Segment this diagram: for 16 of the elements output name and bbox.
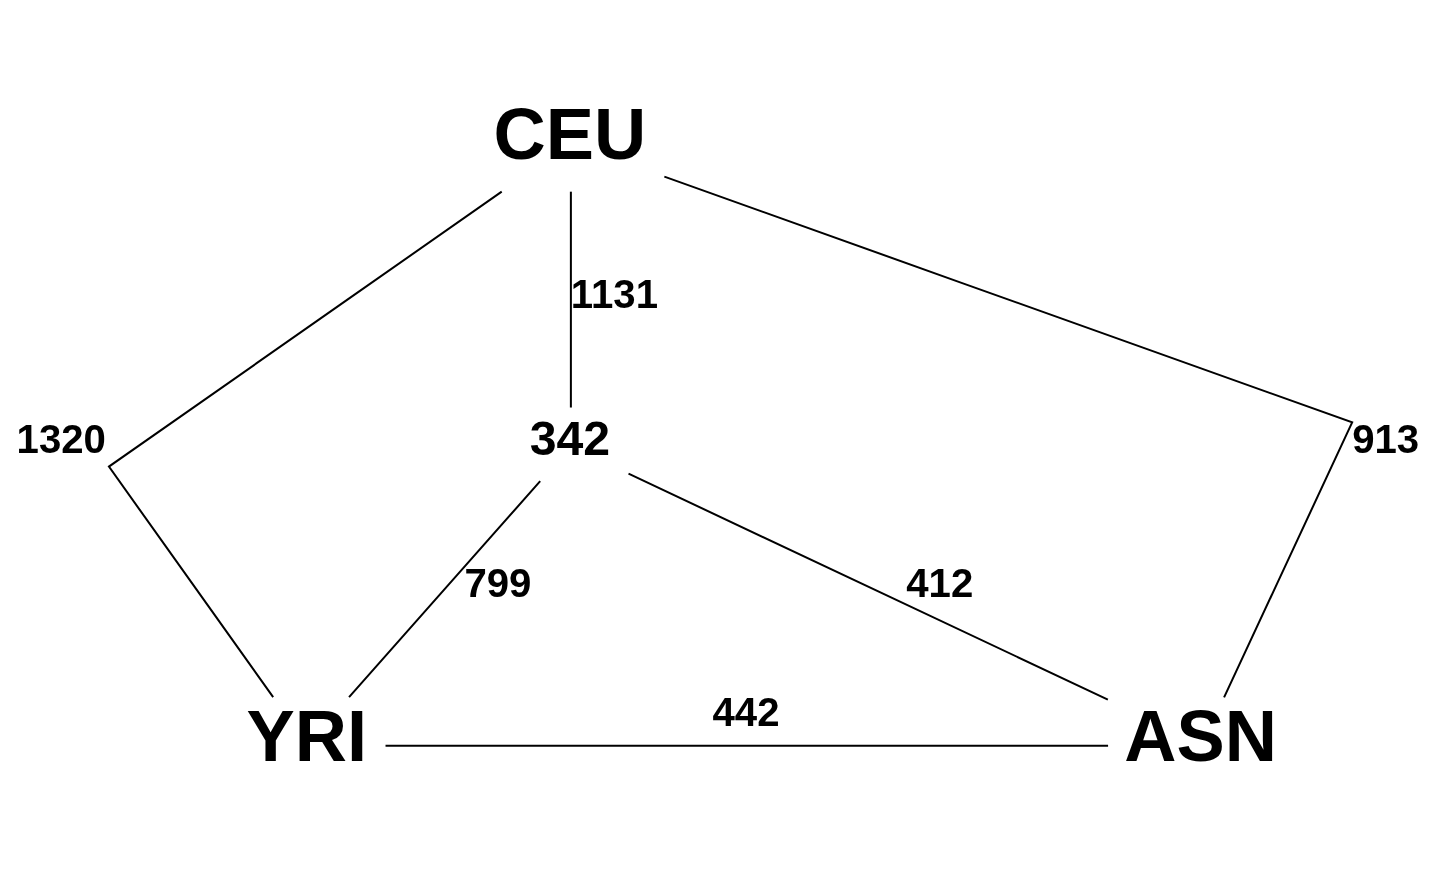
connector: [107, 190, 503, 698]
edge-label: 442: [712, 689, 780, 735]
node-text: ASN: [1124, 695, 1277, 776]
connector: [385, 744, 1109, 747]
node-text: CEU: [493, 93, 647, 174]
connector: [569, 191, 572, 407]
connector: [348, 480, 541, 698]
edge-label: 799: [464, 560, 532, 606]
connector: [628, 472, 1109, 700]
edge-label: 913: [1352, 416, 1420, 462]
node-text: YRI: [246, 695, 368, 776]
node-text: 342: [529, 410, 611, 465]
edge-label: 1131: [570, 271, 659, 317]
edge-label: 1320: [16, 416, 106, 462]
edge-label: 412: [906, 560, 974, 606]
connector: [664, 175, 1354, 698]
